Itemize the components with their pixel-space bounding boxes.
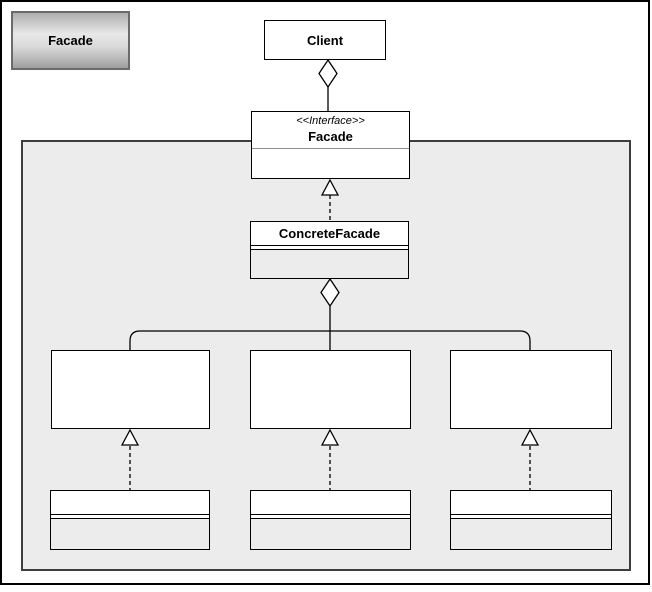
implementation-class-2-name [251,491,410,515]
subsystem-class-3 [450,350,612,429]
concrete-facade-name: ConcreteFacade [251,222,408,246]
implementation-class-2-methods-compartment [251,519,410,549]
legend-label: Facade [48,33,93,48]
implementation-class-1-name [51,491,209,515]
subsystem-class-2 [250,350,411,429]
implementation-class-2 [250,490,411,550]
class-client: Client [264,20,386,60]
implementation-class-1 [50,490,210,550]
implementation-class-3 [450,490,612,550]
implementation-class-2-attributes-compartment [251,515,410,519]
implementation-class-3-attributes-compartment [451,515,611,519]
implementation-class-3-methods-compartment [451,519,611,549]
aggregation-client-to-facade [318,58,338,111]
facade-interface-header: <<Interface>> Facade [252,112,409,149]
class-client-name: Client [306,32,344,48]
subsystem-class-1 [51,350,210,429]
class-facade-interface: <<Interface>> Facade [251,111,410,179]
facade-interface-stereotype: <<Interface>> [296,115,365,127]
class-concrete-facade: ConcreteFacade [250,221,409,279]
concrete-facade-methods-compartment [251,250,408,278]
implementation-class-1-attributes-compartment [51,515,209,519]
implementation-class-3-name [451,491,611,515]
facade-interface-name: Facade [308,128,353,144]
legend-box: Facade [11,11,130,70]
concrete-facade-attributes-compartment [251,246,408,250]
facade-interface-empty-compartment [252,149,409,178]
implementation-class-1-methods-compartment [51,519,209,549]
